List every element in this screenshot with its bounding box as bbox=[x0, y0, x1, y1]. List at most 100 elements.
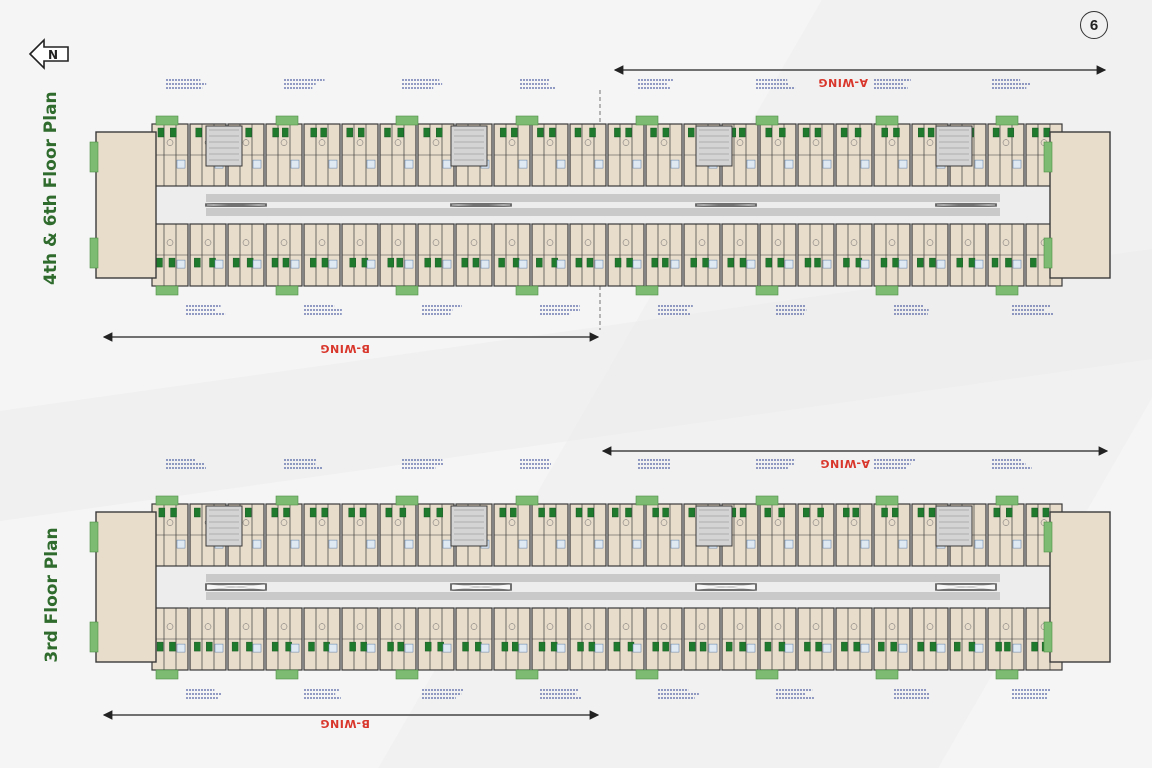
bed-furniture bbox=[1007, 127, 1015, 138]
bed-furniture bbox=[510, 507, 517, 518]
door-swing bbox=[204, 239, 212, 246]
toilet-fixture bbox=[518, 259, 528, 269]
bed-furniture bbox=[195, 127, 202, 138]
bed-furniture bbox=[310, 127, 317, 138]
door-swing bbox=[546, 519, 554, 526]
bed-furniture bbox=[892, 257, 899, 268]
toilet-fixture bbox=[632, 259, 642, 269]
bed-furniture bbox=[843, 507, 850, 518]
balcony bbox=[995, 669, 1019, 680]
bed-furniture bbox=[739, 127, 746, 138]
bed-furniture bbox=[387, 257, 395, 268]
bed-furniture bbox=[499, 507, 506, 518]
bed-furniture bbox=[436, 507, 444, 518]
toilet-fixture bbox=[404, 259, 414, 269]
corridor-band bbox=[206, 592, 1000, 600]
end-unit-block bbox=[95, 511, 157, 663]
central-corridor bbox=[145, 185, 1061, 225]
bed-furniture bbox=[512, 641, 519, 652]
bed-furniture bbox=[917, 257, 924, 268]
bed-furniture bbox=[588, 641, 596, 652]
door-swing bbox=[280, 139, 288, 146]
bed-furniture bbox=[854, 127, 862, 138]
bed-furniture bbox=[804, 257, 812, 268]
balcony bbox=[755, 669, 779, 680]
bed-furniture bbox=[702, 257, 709, 268]
bed-furniture bbox=[651, 257, 659, 268]
toilet-fixture bbox=[974, 539, 984, 549]
stair-core bbox=[205, 125, 243, 167]
bed-furniture bbox=[272, 127, 279, 138]
door-swing bbox=[850, 139, 858, 146]
balcony bbox=[89, 141, 99, 173]
balcony bbox=[755, 495, 779, 506]
door-swing bbox=[166, 239, 174, 246]
door-swing bbox=[774, 239, 782, 246]
toilet-fixture bbox=[252, 643, 262, 653]
toilet-fixture bbox=[1012, 159, 1022, 169]
door-swing bbox=[432, 239, 440, 246]
balcony bbox=[635, 495, 659, 506]
toilet-fixture bbox=[214, 643, 224, 653]
toilet-fixture bbox=[366, 539, 376, 549]
toilet-fixture bbox=[290, 159, 300, 169]
bed-furniture bbox=[575, 507, 583, 518]
bed-furniture bbox=[1032, 127, 1039, 138]
door-swing bbox=[1002, 139, 1010, 146]
bed-furniture bbox=[991, 257, 999, 268]
toilet-fixture bbox=[898, 159, 908, 169]
toilet-fixture bbox=[252, 539, 262, 549]
bed-furniture bbox=[397, 641, 404, 652]
toilet-fixture bbox=[442, 159, 452, 169]
bed-furniture bbox=[814, 127, 822, 138]
door-swing bbox=[470, 239, 478, 246]
bed-furniture bbox=[194, 257, 201, 268]
balcony bbox=[395, 115, 419, 126]
bed-furniture bbox=[424, 257, 431, 268]
bed-furniture bbox=[499, 127, 507, 138]
toilet-fixture bbox=[442, 539, 452, 549]
bed-furniture bbox=[436, 127, 443, 138]
bed-furniture bbox=[993, 507, 1001, 518]
balcony bbox=[155, 495, 179, 506]
balcony bbox=[515, 115, 539, 126]
bed-furniture bbox=[928, 507, 936, 518]
door-swing bbox=[888, 139, 896, 146]
bed-furniture bbox=[892, 507, 899, 518]
door-swing bbox=[926, 519, 934, 526]
stair-core bbox=[935, 505, 973, 547]
balcony bbox=[875, 115, 899, 126]
bed-furniture bbox=[803, 507, 810, 518]
bed-furniture bbox=[625, 127, 632, 138]
bed-furniture bbox=[308, 641, 315, 652]
door-swing bbox=[508, 239, 516, 246]
bed-furniture bbox=[246, 641, 253, 652]
bed-furniture bbox=[384, 127, 391, 138]
door-swing bbox=[850, 239, 858, 246]
bed-furniture bbox=[501, 641, 509, 652]
door-swing bbox=[166, 623, 174, 630]
toilet-fixture bbox=[974, 643, 984, 653]
bed-furniture bbox=[699, 641, 707, 652]
toilet-fixture bbox=[404, 539, 414, 549]
bed-furniture bbox=[387, 641, 394, 652]
door-swing bbox=[318, 519, 326, 526]
bed-furniture bbox=[817, 507, 824, 518]
door-swing bbox=[698, 623, 706, 630]
balcony bbox=[275, 285, 299, 296]
balcony bbox=[995, 495, 1019, 506]
door-swing bbox=[584, 239, 592, 246]
door-swing bbox=[964, 239, 972, 246]
door-swing bbox=[812, 139, 820, 146]
toilet-fixture bbox=[480, 259, 490, 269]
toilet-fixture bbox=[632, 539, 642, 549]
toilet-fixture bbox=[404, 643, 414, 653]
toilet-fixture bbox=[594, 539, 604, 549]
bed-furniture bbox=[360, 641, 367, 652]
door-swing bbox=[926, 623, 934, 630]
door-swing bbox=[280, 519, 288, 526]
bed-furniture bbox=[587, 507, 594, 518]
bed-furniture bbox=[323, 641, 330, 652]
door-swing bbox=[584, 623, 592, 630]
bed-furniture bbox=[321, 507, 328, 518]
